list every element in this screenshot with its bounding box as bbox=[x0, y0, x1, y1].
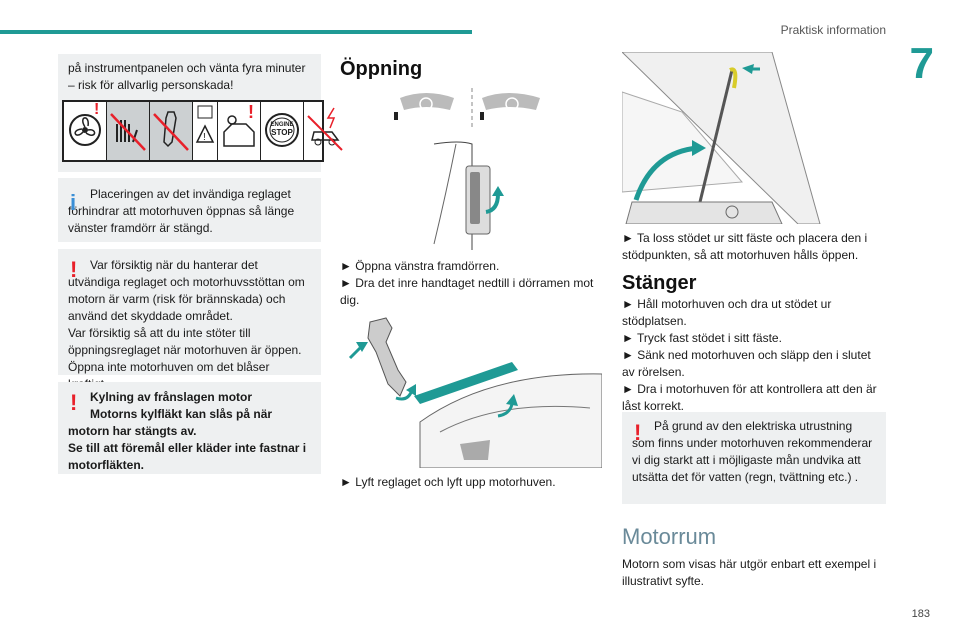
hand-cross-icon bbox=[107, 102, 150, 160]
page-number: 183 bbox=[911, 608, 930, 620]
info-text: Placeringen av det invändiga reglaget fö… bbox=[68, 187, 295, 235]
fan-icon: ! bbox=[64, 101, 107, 160]
hood-release-illustration bbox=[348, 317, 602, 468]
info-icon: i bbox=[70, 190, 77, 215]
closing-step-1: ► Håll motorhuven och dra ut stödet ur s… bbox=[622, 297, 832, 328]
electrical-warning-box: ! På grund av den elektriska utrustning … bbox=[622, 412, 886, 504]
engine-bay-text: Motorn som visas här utgör enbart ett ex… bbox=[622, 557, 877, 588]
caution-line-1: Var försiktig när du hanterar det utvänd… bbox=[68, 258, 305, 323]
stop-label: STOP bbox=[271, 128, 293, 137]
support-step: ► Ta loss stödet ur sitt fäste och place… bbox=[622, 231, 868, 262]
opening-step-1: ► Öppna vänstra framdörren. bbox=[340, 259, 500, 273]
warning-exclamation-icon: ! bbox=[70, 257, 78, 282]
engine-stop-icon: ENGINE STOP bbox=[261, 102, 304, 160]
info-box: i Placeringen av det invändiga reglaget … bbox=[58, 178, 321, 242]
svg-text:!: ! bbox=[203, 132, 206, 143]
box-text: på instrumentpanelen och vänta fyra minu… bbox=[68, 61, 306, 92]
opening-steps-1: ► Öppna vänstra framdörren. ► Dra det in… bbox=[340, 258, 602, 309]
warning-pictogram-strip: ! ! ! ENGINE STOP bbox=[62, 100, 343, 162]
opening-step-2: ► Dra det inre handtaget nedtill i dörra… bbox=[340, 276, 594, 307]
fan-warning-line-2: Se till att föremål eller kläder inte fa… bbox=[68, 441, 307, 472]
hood-support-illustration bbox=[622, 52, 886, 224]
closing-steps: ► Håll motorhuven och dra ut stödet ur s… bbox=[622, 296, 886, 415]
fan-warning-line-1: Motorns kylfläkt kan slås på när motorn … bbox=[68, 407, 273, 438]
closing-step-3: ► Sänk ned motorhuven och släpp den i sl… bbox=[622, 348, 871, 379]
closing-step-2: ► Tryck fast stödet i sitt fäste. bbox=[622, 331, 782, 345]
closing-heading: Stänger bbox=[622, 272, 697, 294]
door-handle-illustration bbox=[394, 88, 540, 250]
electrical-warning-text: På grund av den elektriska utrustning so… bbox=[632, 419, 873, 484]
svg-text:!: ! bbox=[94, 102, 99, 118]
caution-box: ! Var försiktig när du hanterar det utvä… bbox=[58, 249, 321, 391]
warning-exclamation-icon: ! bbox=[70, 390, 78, 415]
svg-text:!: ! bbox=[248, 102, 254, 122]
fan-warning-title: Kylning av frånslagen motor bbox=[90, 390, 253, 404]
opening-heading: Öppning bbox=[340, 58, 423, 80]
warning-triangle-icon: ! bbox=[193, 102, 218, 160]
closing-step-4: ► Dra i motorhuven för att kontrollera a… bbox=[622, 382, 877, 413]
car-no-icon bbox=[304, 102, 346, 160]
tie-cross-icon bbox=[150, 102, 193, 160]
header-accent-bar bbox=[0, 30, 472, 34]
engine-hood-icon: ! bbox=[218, 102, 261, 160]
engine-label: ENGINE bbox=[270, 122, 294, 128]
chapter-number: 7 bbox=[909, 39, 934, 88]
section-header: Praktisk information bbox=[780, 23, 886, 37]
engine-bay-heading: Motorrum bbox=[622, 524, 717, 549]
opening-step-3: ► Lyft reglaget och lyft upp motorhuven. bbox=[340, 475, 556, 489]
warning-exclamation-icon: ! bbox=[634, 420, 642, 445]
fan-warning-box: ! Kylning av frånslagen motor Motorns ky… bbox=[58, 382, 321, 474]
caution-line-2: Var försiktig så att du inte stöter till… bbox=[68, 326, 302, 357]
